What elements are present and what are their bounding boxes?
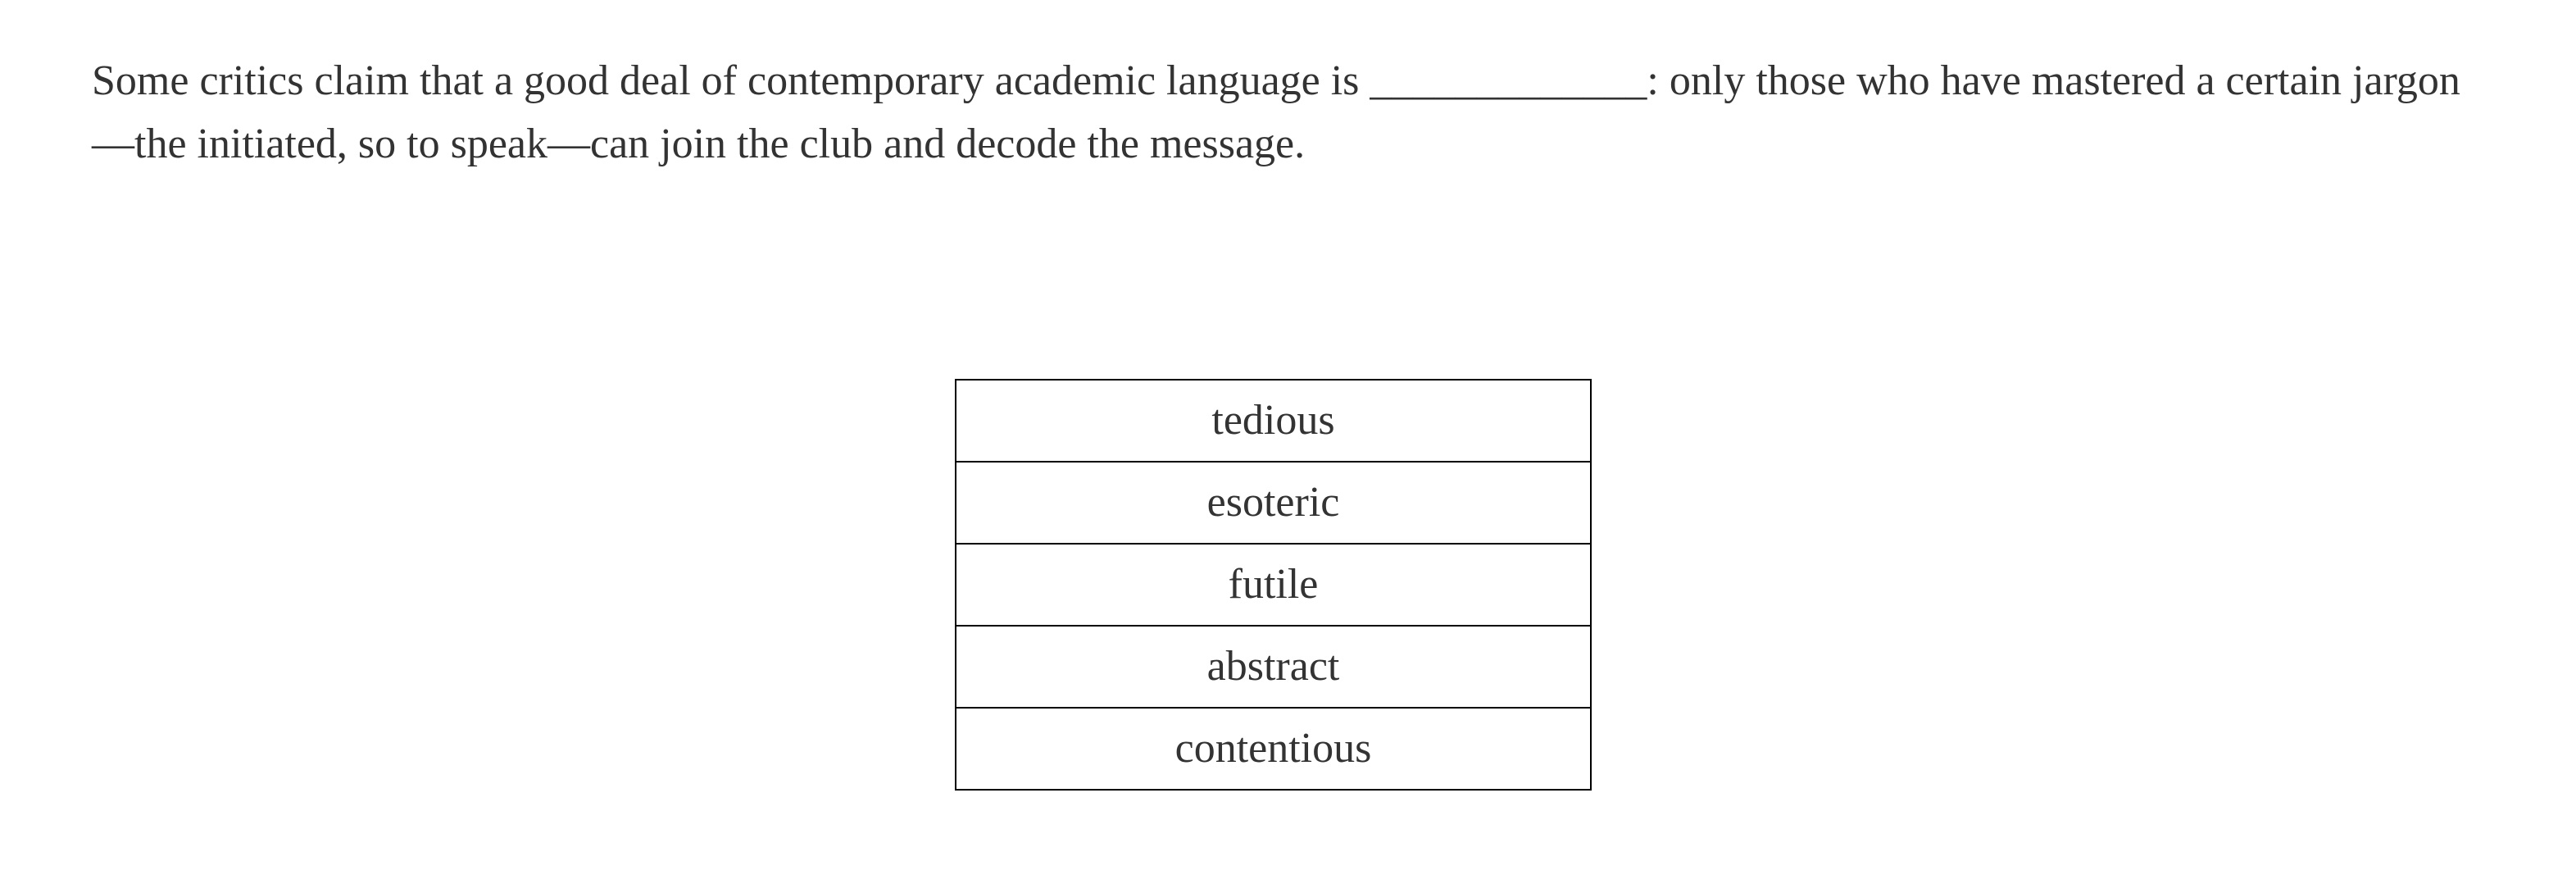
choice-tedious[interactable]: tedious	[955, 379, 1592, 463]
choice-row[interactable]: tedious	[955, 379, 1592, 463]
question-text-after: : only those who have mastered a certain…	[92, 57, 2460, 167]
question-sentence: Some critics claim that a good deal of c…	[92, 49, 2460, 175]
choice-abstract[interactable]: abstract	[955, 625, 1592, 709]
answer-choices-table: tedious esoteric futile abstract content…	[955, 379, 1592, 791]
choice-row[interactable]: abstract	[955, 625, 1592, 709]
choice-row[interactable]: esoteric	[955, 461, 1592, 545]
choice-futile[interactable]: futile	[955, 543, 1592, 627]
choice-contentious[interactable]: contentious	[955, 707, 1592, 791]
choice-row[interactable]: futile	[955, 543, 1592, 627]
choice-esoteric[interactable]: esoteric	[955, 461, 1592, 545]
answer-blank: _____________	[1370, 57, 1647, 104]
question-text-before: Some critics claim that a good deal of c…	[92, 57, 1370, 104]
choice-row[interactable]: contentious	[955, 707, 1592, 791]
